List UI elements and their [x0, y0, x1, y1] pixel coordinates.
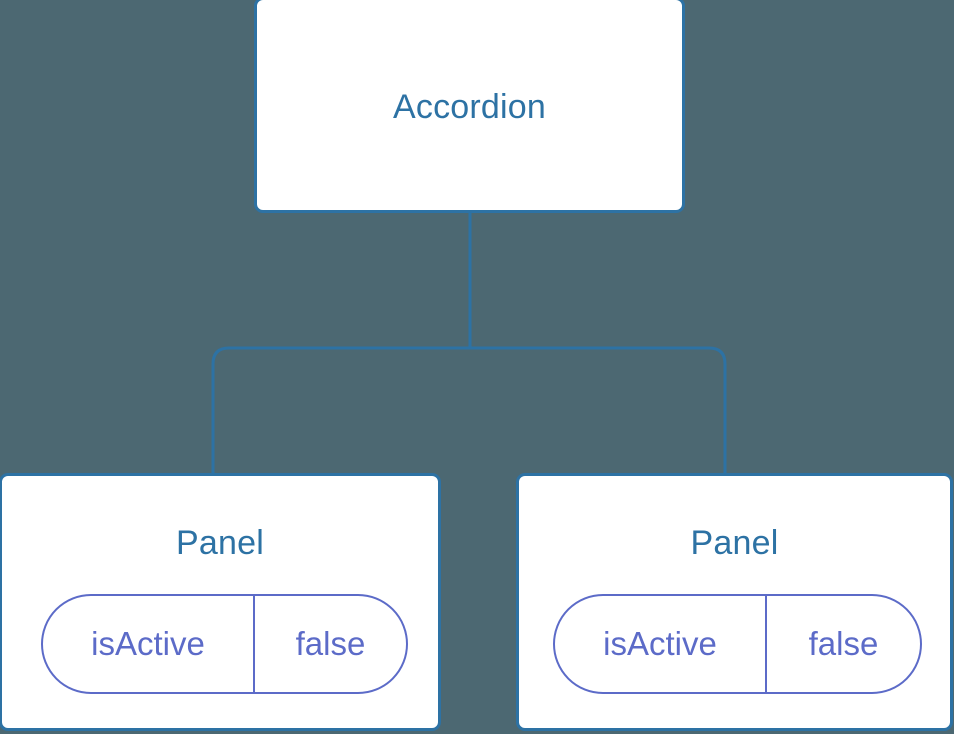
node-panel-0-title: Panel: [176, 524, 264, 562]
prop-value-0: false: [295, 625, 366, 662]
node-accordion-title: Accordion: [393, 88, 546, 126]
edge-root-to-panel-0: [211, 346, 470, 478]
node-panel-0[interactable]: Panel isActive false: [0, 473, 441, 731]
prop-value-1: false: [808, 625, 879, 662]
node-panel-1-title: Panel: [690, 524, 779, 562]
edge-root-to-panel-1: [470, 346, 727, 478]
prop-pill-isactive-0[interactable]: isActive false: [41, 594, 408, 694]
node-accordion[interactable]: Accordion: [254, 0, 685, 213]
prop-pill-isactive-1[interactable]: isActive false: [553, 594, 922, 694]
node-panel-1[interactable]: Panel isActive false: [516, 473, 953, 731]
prop-key-1: isActive: [555, 596, 767, 692]
prop-key-0: isActive: [43, 596, 255, 692]
